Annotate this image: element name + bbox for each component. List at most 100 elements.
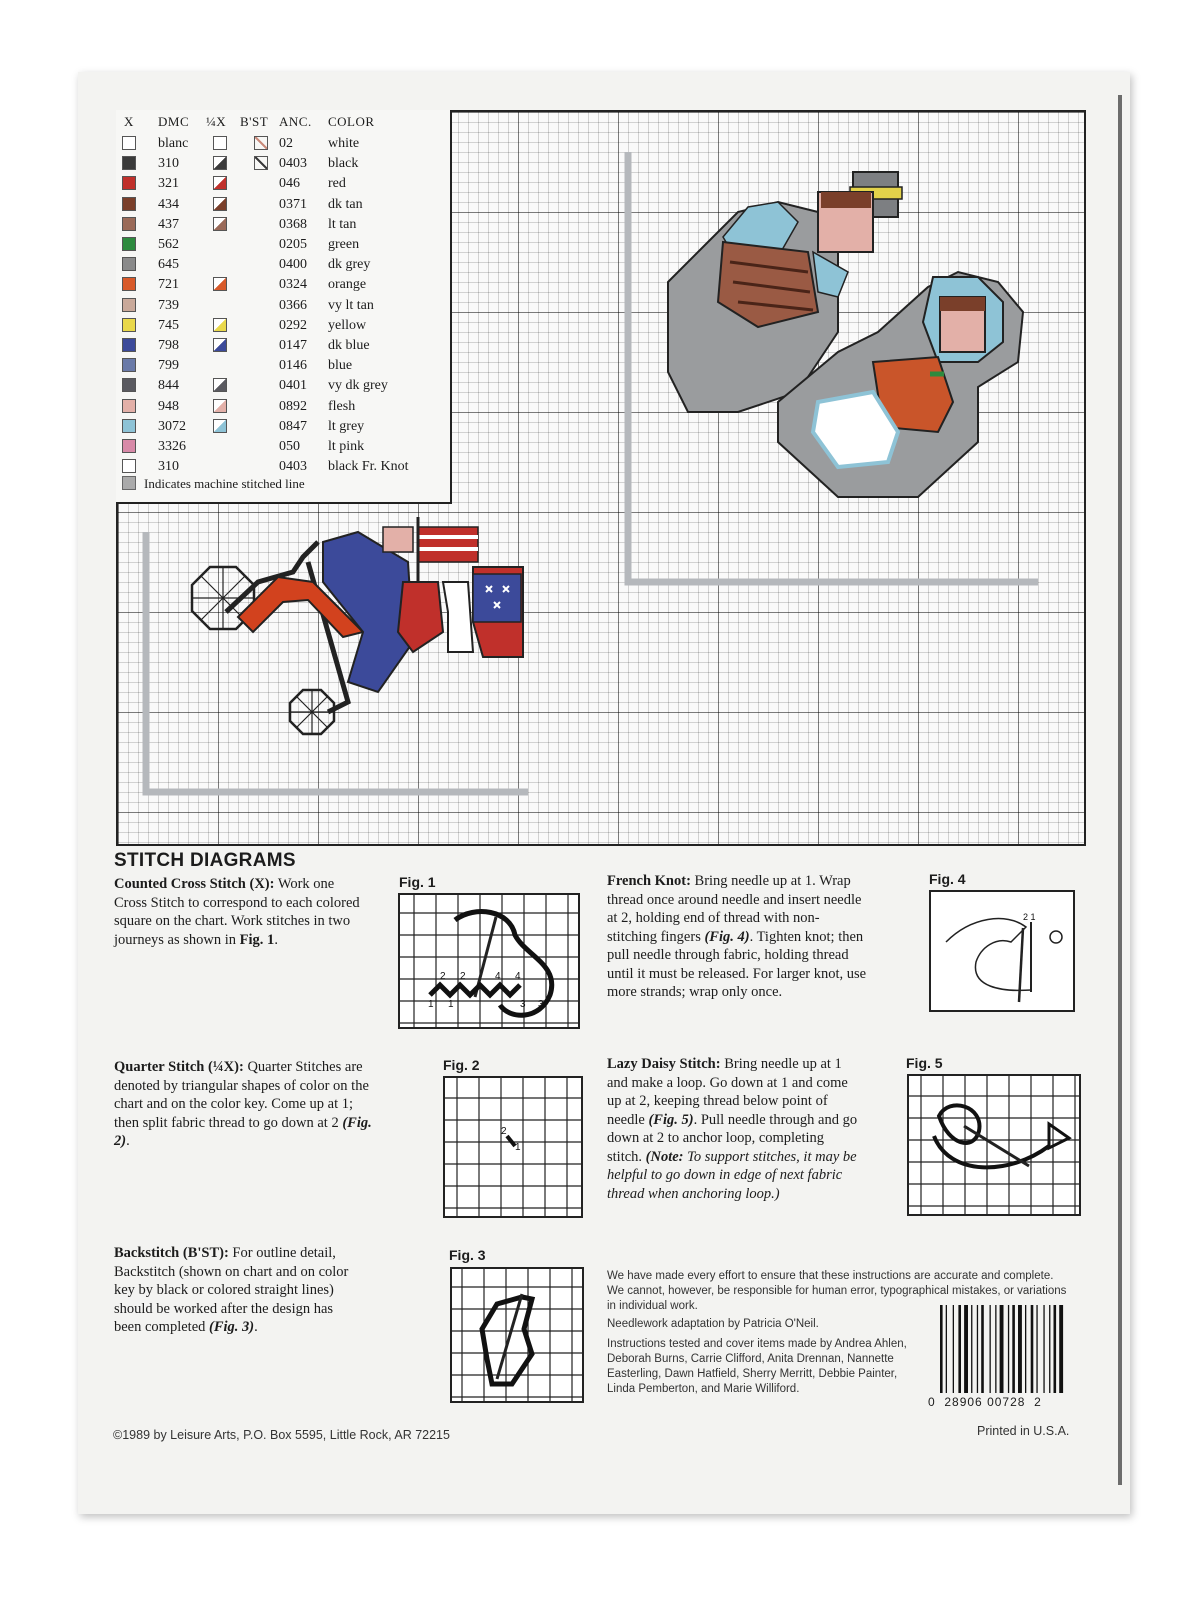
anchor-number: 0401 bbox=[279, 378, 307, 394]
dmc-number: 310 bbox=[158, 459, 179, 475]
color-name: lt grey bbox=[328, 418, 365, 434]
symbol-swatch bbox=[122, 338, 136, 352]
quarter-stitch-swatch bbox=[213, 156, 227, 171]
lazy-daisy-note: To support stitches, it may be helpful t… bbox=[607, 1148, 857, 1202]
barcode-bar bbox=[1025, 1305, 1027, 1393]
anchor-number: 0368 bbox=[279, 216, 307, 232]
quarter-stitch-swatch bbox=[213, 277, 227, 292]
barcode-bar bbox=[976, 1305, 979, 1393]
fig-2-label: Fig. 2 bbox=[443, 1057, 480, 1073]
fig-3-label: Fig. 3 bbox=[449, 1247, 486, 1263]
dmc-number: 798 bbox=[158, 338, 179, 353]
quarter-stitch-swatch bbox=[213, 378, 227, 393]
color-name: flesh bbox=[328, 398, 356, 414]
machine-stitched-line bbox=[142, 532, 528, 796]
adaptation-credit: Needlework adaptation by Patricia O'Neil… bbox=[607, 1318, 819, 1330]
barcode-bar bbox=[1049, 1305, 1051, 1393]
pilgrim-woman-motif bbox=[777, 270, 1025, 498]
svg-text:2: 2 bbox=[501, 1126, 507, 1137]
color-name: lt tan bbox=[328, 216, 357, 232]
color-name: green bbox=[328, 237, 360, 252]
color-name: vy dk grey bbox=[328, 378, 388, 394]
symbol-swatch bbox=[122, 237, 136, 251]
barcode-bar bbox=[940, 1305, 943, 1393]
symbol-swatch bbox=[122, 196, 136, 211]
svg-text:2: 2 bbox=[440, 971, 446, 982]
barcode-bar bbox=[1012, 1305, 1015, 1393]
patriotic-bicycle-motif bbox=[190, 517, 524, 736]
printed-in-text: Printed in U.S.A. bbox=[977, 1424, 1070, 1438]
symbol-swatch bbox=[122, 439, 136, 453]
quarter-stitch-instructions: Quarter Stitch (¼X): Quarter Stitches ar… bbox=[114, 1058, 372, 1151]
dmc-number: 799 bbox=[158, 358, 179, 374]
dmc-number: 3072 bbox=[158, 418, 186, 434]
anchor-number: 0400 bbox=[279, 257, 307, 273]
machine-stitch-swatch bbox=[122, 476, 136, 490]
stitch-diagrams-title: STITCH DIAGRAMS bbox=[114, 850, 296, 871]
anchor-number: 046 bbox=[279, 176, 300, 192]
quarter-stitch-swatch bbox=[213, 418, 227, 433]
lazy-daisy-instructions: Lazy Daisy Stitch: Bring needle up at 1 … bbox=[607, 1055, 859, 1203]
fig-2-illustration: 2 1 bbox=[445, 1078, 581, 1216]
dmc-number: blanc bbox=[158, 136, 189, 151]
anchor-number: 0147 bbox=[279, 338, 307, 353]
anchor-number: 0146 bbox=[279, 358, 307, 374]
svg-text:1: 1 bbox=[428, 999, 434, 1010]
barcode-bar bbox=[981, 1305, 984, 1393]
quarter-stitch-swatch bbox=[213, 196, 227, 211]
quarter-stitch-swatch bbox=[213, 398, 227, 413]
page-edge bbox=[1118, 95, 1122, 1485]
lazy-daisy-ref: (Fig. 5) bbox=[648, 1111, 694, 1128]
svg-text:1: 1 bbox=[515, 1142, 521, 1153]
color-name: blue bbox=[328, 358, 353, 374]
barcode-bar bbox=[952, 1305, 954, 1393]
quarter-stitch-end: . bbox=[126, 1133, 130, 1149]
cross-stitch-instructions: Counted Cross Stitch (X): Work one Cross… bbox=[114, 875, 366, 949]
backstitch-swatch bbox=[254, 136, 268, 150]
dmc-number: 3326 bbox=[158, 439, 186, 454]
svg-text:2 1: 2 1 bbox=[1023, 912, 1036, 922]
anchor-number: 0403 bbox=[279, 156, 307, 172]
anchor-number: 0292 bbox=[279, 317, 307, 333]
dmc-number: 721 bbox=[158, 277, 179, 293]
symbol-swatch bbox=[122, 297, 136, 312]
fig-1-label: Fig. 1 bbox=[399, 874, 436, 890]
symbol-swatch bbox=[122, 358, 136, 373]
backstitch-label: Backstitch (B'ST): bbox=[114, 1245, 229, 1261]
anchor-number: 0892 bbox=[279, 398, 307, 414]
quarter-stitch-swatch bbox=[213, 317, 227, 332]
backstitch-end: . bbox=[254, 1319, 258, 1335]
testers-credit: Instructions tested and cover items made… bbox=[607, 1338, 907, 1395]
chart-motifs bbox=[142, 152, 1038, 796]
barcode-middle-digits: 28906 00728 bbox=[944, 1395, 1026, 1409]
symbol-swatch bbox=[122, 459, 136, 474]
lazy-daisy-text-continued: . Pull needle through and go down at 2 t… bbox=[607, 1111, 858, 1165]
barcode-bar bbox=[999, 1305, 1004, 1393]
barcode-right-digit: 2 bbox=[1034, 1395, 1042, 1409]
lazy-daisy-text: Bring needle up at 1 and make a loop. Go… bbox=[607, 1056, 848, 1128]
quarter-stitch-swatch bbox=[213, 216, 227, 231]
color-name: dk tan bbox=[328, 196, 363, 212]
barcode-bar bbox=[964, 1305, 968, 1393]
quarter-stitch-label: Quarter Stitch (¼X): bbox=[114, 1059, 244, 1075]
dmc-number: 645 bbox=[158, 257, 179, 273]
color-name: black bbox=[328, 156, 359, 172]
fig-3-diagram bbox=[450, 1267, 584, 1403]
svg-text:3: 3 bbox=[538, 999, 544, 1010]
dmc-number: 434 bbox=[158, 196, 179, 212]
header-quarter: ¼X bbox=[206, 114, 227, 129]
